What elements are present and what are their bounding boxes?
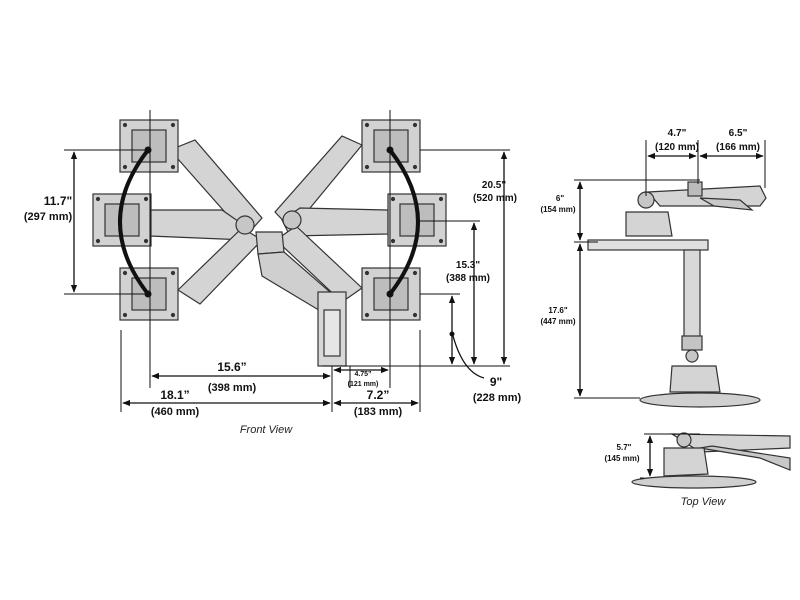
right-top-plate — [361, 119, 421, 173]
front-dimension-arrows — [70, 151, 508, 407]
center-hub — [255, 231, 347, 367]
side-arm-link — [699, 197, 754, 211]
label-4-75: 4.75” — [354, 371, 371, 378]
left-elbow-joint — [235, 215, 255, 235]
label-7-2: 7.2” — [367, 388, 390, 402]
label-15-3-mm: (388 mm) — [446, 273, 490, 284]
front-view: 11.7" (297 mm) 15.6” (398 mm) 18.1” (460… — [24, 110, 522, 436]
left-top-plate — [119, 119, 179, 173]
side-arm-top — [646, 185, 767, 207]
label-15-3: 15.3" — [456, 260, 480, 271]
label-4-7-mm: (120 mm) — [655, 142, 699, 153]
label-15-6: 15.6” — [217, 360, 246, 374]
top-view-caption: Top View — [681, 496, 727, 508]
side-clamp-body — [669, 365, 721, 393]
leader-9 — [451, 331, 485, 379]
side-pole — [683, 249, 701, 343]
top-pivot — [676, 432, 692, 448]
label-7-2-mm: (183 mm) — [354, 406, 403, 418]
right-arm-assembly — [274, 135, 389, 303]
left-upper-arm — [168, 139, 263, 237]
label-9-mm: (228 mm) — [473, 392, 522, 404]
side-extension-lines — [574, 140, 766, 399]
side-pole-collar — [681, 335, 703, 351]
top-arm-lower — [699, 445, 791, 471]
top-view: 5.7" (145 mm) Top View — [604, 432, 791, 508]
side-clamp-knob — [685, 349, 699, 363]
side-view-drawing — [587, 181, 767, 408]
label-4-7: 4.7" — [668, 128, 687, 139]
label-5-7-mm: (145 mm) — [604, 454, 639, 463]
side-monitor-head — [625, 211, 673, 237]
side-view: 4.7" (120 mm) 6.5" (166 mm) 6" (154 mm) … — [540, 128, 767, 408]
side-base — [639, 392, 761, 408]
label-17-6-mm: (447 mm) — [540, 317, 575, 326]
side-dimension-arrows — [576, 152, 764, 397]
label-5-7: 5.7" — [617, 443, 632, 452]
side-head-block — [687, 181, 703, 197]
label-18-1-mm: (460 mm) — [151, 406, 200, 418]
label-6-5-mm: (166 mm) — [716, 142, 760, 153]
label-20-5: 20.5" — [482, 180, 506, 191]
label-6-mm: (154 mm) — [540, 205, 575, 214]
label-left-height: 11.7" — [44, 194, 72, 208]
right-elbow-joint — [282, 210, 302, 230]
label-17-6: 17.6" — [548, 306, 568, 315]
right-upper-arm — [274, 135, 363, 231]
left-arm-assembly — [149, 139, 263, 305]
top-base — [631, 475, 757, 489]
label-9: 9" — [490, 375, 502, 389]
left-rotation-arc — [118, 148, 150, 296]
label-left-height-mm: (297 mm) — [24, 211, 73, 223]
label-20-5-mm: (520 mm) — [473, 193, 517, 204]
label-6-5: 6.5" — [729, 128, 748, 139]
label-15-6-mm: (398 mm) — [208, 382, 257, 394]
top-view-drawing — [631, 432, 791, 489]
right-rotation-arc — [388, 148, 420, 296]
pole-clamp-inner — [323, 309, 341, 357]
label-4-75-mm: (121 mm) — [348, 381, 379, 388]
top-clamp-body — [663, 447, 709, 477]
top-extension-lines — [640, 433, 700, 479]
label-6: 6" — [556, 194, 564, 203]
hub-link — [255, 231, 285, 255]
dot-9 — [449, 331, 455, 337]
side-desk-plate — [587, 239, 709, 251]
label-18-1: 18.1” — [160, 388, 189, 402]
front-view-caption: Front View — [240, 424, 293, 436]
